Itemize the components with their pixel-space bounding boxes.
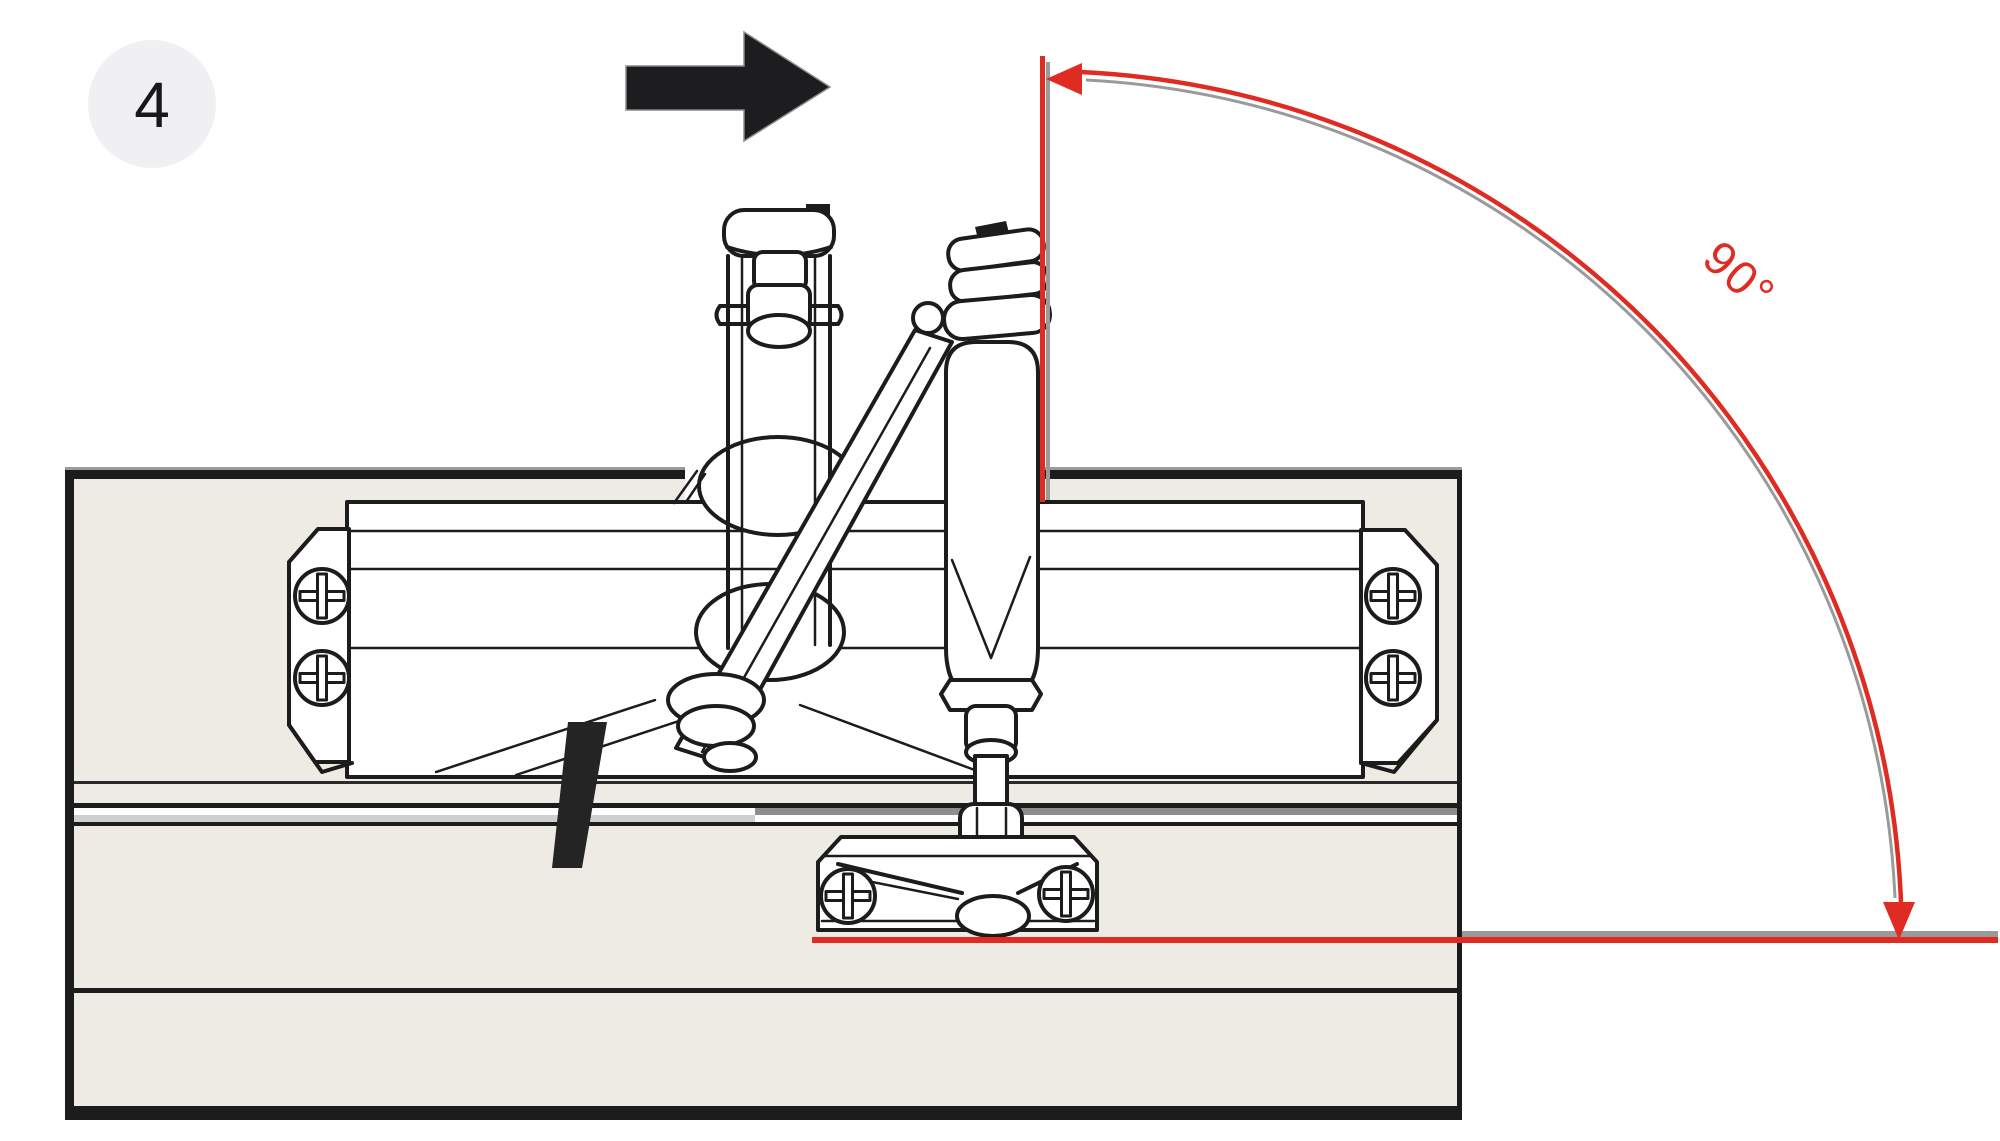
- main-arm-chamfer: [950, 555, 1032, 660]
- arc-arrowhead-bottom: [1883, 902, 1915, 940]
- shoe-screw-left: [819, 867, 877, 925]
- lower-seam-line: [74, 988, 1457, 993]
- door-seam-line: [74, 781, 1457, 784]
- mounting-screw-bottom-right: [1364, 649, 1422, 707]
- end-plate-right-bevel: [1359, 718, 1439, 774]
- main-arm-cylinder: [944, 340, 1040, 704]
- swing-angle-arc-shadow: [1085, 78, 1897, 899]
- cam-wedge-lines: [672, 469, 707, 505]
- bottom-shoe: [816, 802, 1099, 938]
- main-arm: [939, 221, 1052, 908]
- pivot-shadow: [552, 722, 607, 868]
- end-plate-right: [1359, 528, 1439, 765]
- step-badge-circle: [88, 40, 216, 168]
- link-pin: [911, 301, 945, 335]
- end-plate-left: [287, 527, 351, 764]
- gusset-line-left-2: [514, 712, 702, 777]
- step-badge: 4: [88, 40, 216, 168]
- gap-band-right-white: [755, 815, 1457, 822]
- door-top-edge-right: [1045, 470, 1462, 479]
- door-right-edge: [1457, 470, 1462, 1120]
- pivot-washer-stack: [666, 672, 766, 773]
- step-number: 4: [134, 69, 170, 141]
- gap-bottom-line: [74, 822, 1457, 826]
- slider-knob-base: [746, 313, 812, 349]
- slide-channel-arm: [714, 204, 844, 650]
- gap-band-left-top: [74, 808, 755, 816]
- mounting-screw-top-right: [1364, 567, 1422, 625]
- door-bottom-edge: [65, 1106, 1462, 1120]
- shoe-screw-right: [1037, 865, 1095, 923]
- angle-label: 90°: [1693, 230, 1786, 321]
- direction-arrow-icon: [625, 30, 832, 143]
- gusset-line-right: [798, 703, 982, 774]
- door-closer-body: [287, 500, 1439, 779]
- open-position-line: [812, 937, 1998, 943]
- mounting-screw-bottom-left: [293, 649, 351, 707]
- door-top-edge-left: [65, 470, 690, 479]
- gap-band-right-shadow: [755, 808, 1457, 815]
- gusset-line-left: [434, 698, 657, 774]
- gap-top-line: [74, 803, 1457, 808]
- closed-position-shadow: [1046, 62, 1050, 500]
- main-arm-clamp: [939, 678, 1043, 712]
- closed-position-line: [1040, 56, 1045, 502]
- arc-arrowhead-top: [1046, 63, 1082, 95]
- shoe-pad: [955, 894, 1031, 938]
- closer-housing: [345, 500, 1365, 779]
- door-left-edge: [65, 470, 74, 1120]
- mounting-screw-top-left: [293, 567, 351, 625]
- end-plate-left-bevel: [287, 723, 354, 774]
- open-position-shadow: [1462, 931, 1998, 937]
- gap-band-left-silver: [74, 815, 755, 822]
- swing-angle-arc: [1079, 69, 1904, 903]
- main-arm-ring-2: [942, 292, 1052, 342]
- shoe-wing-left: [836, 862, 964, 895]
